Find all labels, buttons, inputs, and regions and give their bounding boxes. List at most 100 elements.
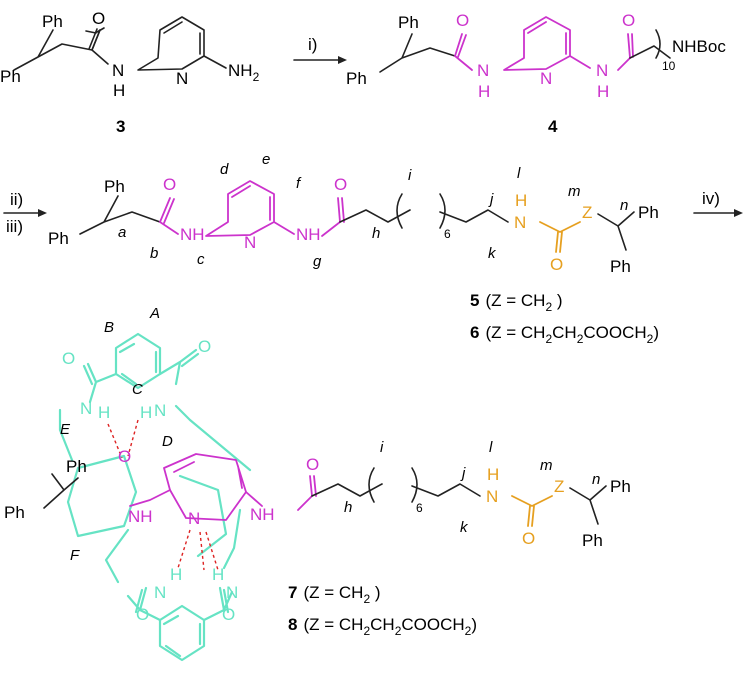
atom-o: O xyxy=(136,605,149,624)
atom-h: H xyxy=(212,565,224,584)
atom-o: O xyxy=(92,9,105,28)
atom-o: O xyxy=(456,11,469,30)
compound-4: Ph Ph O N H N N H O 10 NHBoc 4 xyxy=(346,11,726,136)
atom-ph: Ph xyxy=(104,177,125,196)
position-label-h: h xyxy=(372,225,380,242)
atom-o: O xyxy=(334,175,347,194)
reaction-arrow-4: iv) xyxy=(693,189,743,217)
atom-nh: NH xyxy=(250,505,275,524)
position-label-e: e xyxy=(262,151,270,168)
atom-ph: Ph xyxy=(610,477,631,496)
atom-o: O xyxy=(118,447,131,466)
atom-n: N xyxy=(154,583,166,602)
atom-h: H xyxy=(597,82,609,101)
position-label-d: d xyxy=(220,161,229,178)
atom-n: N xyxy=(540,69,552,88)
position-label-i: i xyxy=(408,167,412,184)
ring-label-c: C xyxy=(132,381,143,398)
atom-n: N xyxy=(226,583,238,602)
atom-n: N xyxy=(112,61,124,80)
atom-o: O xyxy=(62,349,75,368)
atom-n: N xyxy=(80,399,92,418)
atom-nh: NH xyxy=(128,507,153,526)
position-label-h: h xyxy=(344,499,352,516)
compound-7-label: 7(Z = CH2 ) xyxy=(288,583,381,606)
atom-n: N xyxy=(514,213,526,232)
atom-ph: Ph xyxy=(48,229,69,248)
rotaxane-7-8: Ph Ph B A C D E F O O N H H N O NH N NH … xyxy=(4,305,631,662)
position-label-n: n xyxy=(592,471,600,488)
atom-n: N xyxy=(596,61,608,80)
position-label-c: c xyxy=(197,251,205,268)
atom-o: O xyxy=(522,529,535,548)
position-label-j: j xyxy=(460,465,466,482)
ring-label-f: F xyxy=(70,547,80,564)
atom-n: N xyxy=(486,487,498,506)
position-label-b: b xyxy=(150,245,158,262)
ring-label-b: B xyxy=(104,319,114,336)
atom-ph: Ph xyxy=(398,13,419,32)
position-label-k: k xyxy=(488,245,497,262)
position-label-i: i xyxy=(380,439,384,456)
repeat-count-6: 6 xyxy=(416,501,423,515)
atom-n: N xyxy=(477,61,489,80)
atom-nhboc: NHBoc xyxy=(672,37,726,56)
atom-n: N xyxy=(188,509,200,528)
atom-n: N xyxy=(244,233,256,252)
reagent-label-iv: iv) xyxy=(702,189,720,208)
atom-h: H xyxy=(515,191,527,210)
ring-label-a: A xyxy=(149,305,160,322)
atom-h: H xyxy=(478,82,490,101)
compound-5-6: Ph Ph a b O NH c d e f N NH g O h i 6 j … xyxy=(48,151,659,346)
position-label-j: j xyxy=(488,191,494,208)
position-label-f: f xyxy=(296,175,302,192)
repeat-count-6: 6 xyxy=(444,227,451,241)
atom-o: O xyxy=(198,337,211,356)
atom-nh2: NH2 xyxy=(228,61,260,84)
atom-h: H xyxy=(98,403,110,422)
compound-8-label: 8(Z = CH2CH2COOCH2) xyxy=(288,615,477,638)
atom-ph: Ph xyxy=(610,257,631,276)
atom-ph: Ph xyxy=(638,203,659,222)
atom-o: O xyxy=(306,455,319,474)
reaction-arrow-2: ii) iii) xyxy=(3,190,47,236)
atom-ph: Ph xyxy=(42,12,63,31)
atom-h: H xyxy=(487,465,499,484)
atom-n: N xyxy=(154,401,166,420)
atom-n: N xyxy=(176,69,188,88)
atom-o: O xyxy=(163,175,176,194)
reagent-label-iii: iii) xyxy=(6,217,23,236)
compound-3: Ph Ph O N H N NH2 3 xyxy=(0,9,260,136)
atom-ph: Ph xyxy=(582,531,603,550)
ring-label-d: D xyxy=(162,433,173,450)
position-label-g: g xyxy=(313,253,322,270)
atom-ph: Ph xyxy=(346,69,367,88)
position-label-l: l xyxy=(517,165,521,182)
position-label-l: l xyxy=(489,439,493,456)
atom-z: Z xyxy=(554,477,564,496)
repeat-count-10: 10 xyxy=(662,59,676,73)
atom-o: O xyxy=(222,605,235,624)
atom-h: H xyxy=(140,403,152,422)
compound-5-label: 5(Z = CH2 ) xyxy=(470,291,563,314)
ring-label-e: E xyxy=(60,421,71,438)
compound-number-3: 3 xyxy=(116,117,125,136)
compound-number-4: 4 xyxy=(548,117,558,136)
atom-ph: Ph xyxy=(66,457,87,476)
position-label-k: k xyxy=(460,519,469,536)
atom-nh: NH xyxy=(180,225,205,244)
reaction-arrow-1: i) xyxy=(293,35,347,64)
position-label-n: n xyxy=(620,197,628,214)
atom-ph: Ph xyxy=(0,67,21,86)
compound-6-label: 6(Z = CH2CH2COOCH2) xyxy=(470,323,659,346)
position-label-m: m xyxy=(540,457,553,474)
atom-z: Z xyxy=(582,203,592,222)
atom-h: H xyxy=(113,81,125,100)
reagent-label-ii: ii) xyxy=(10,190,23,209)
atom-o: O xyxy=(550,255,563,274)
atom-ph: Ph xyxy=(4,503,25,522)
atom-h: H xyxy=(170,565,182,584)
atom-o: O xyxy=(622,11,635,30)
reagent-label-i: i) xyxy=(308,35,317,54)
